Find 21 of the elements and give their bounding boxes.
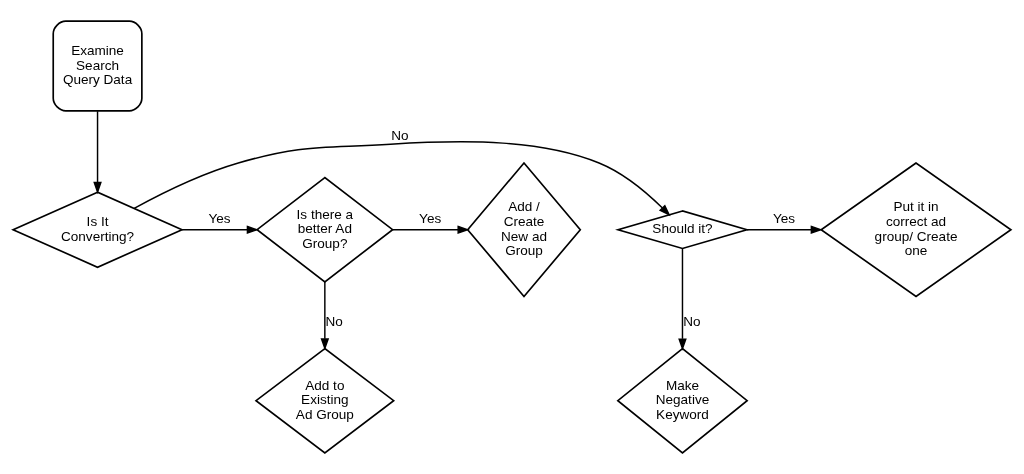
arrow (181, 225, 259, 234)
node-diamond: Should it? (615, 210, 750, 250)
edge-label: No (325, 314, 343, 330)
arrow (746, 225, 823, 234)
edge-label: Yes (208, 210, 231, 226)
node-diamond: Is there a better Ad Group? (255, 176, 394, 283)
node-diamond: Put it in correct ad group/ Create one (819, 161, 1013, 298)
edge-label: No (683, 314, 701, 330)
arrow (93, 110, 102, 195)
edge-label: Yes (419, 210, 442, 226)
node-diamond: Make Negative Keyword (616, 347, 749, 454)
arrow (678, 247, 687, 351)
node-diamond: Add / Create New ad Group (466, 161, 582, 298)
node-diamond: Is It Converting? (11, 191, 185, 269)
edge-label: Yes (772, 210, 795, 226)
node-box: Examine Search Query Data (52, 20, 143, 112)
node-diamond: Add to Existing Ad Group (254, 347, 396, 454)
arrow (320, 281, 330, 351)
arrow (133, 141, 671, 217)
arrow (392, 225, 470, 234)
edge-label: No (391, 128, 409, 144)
